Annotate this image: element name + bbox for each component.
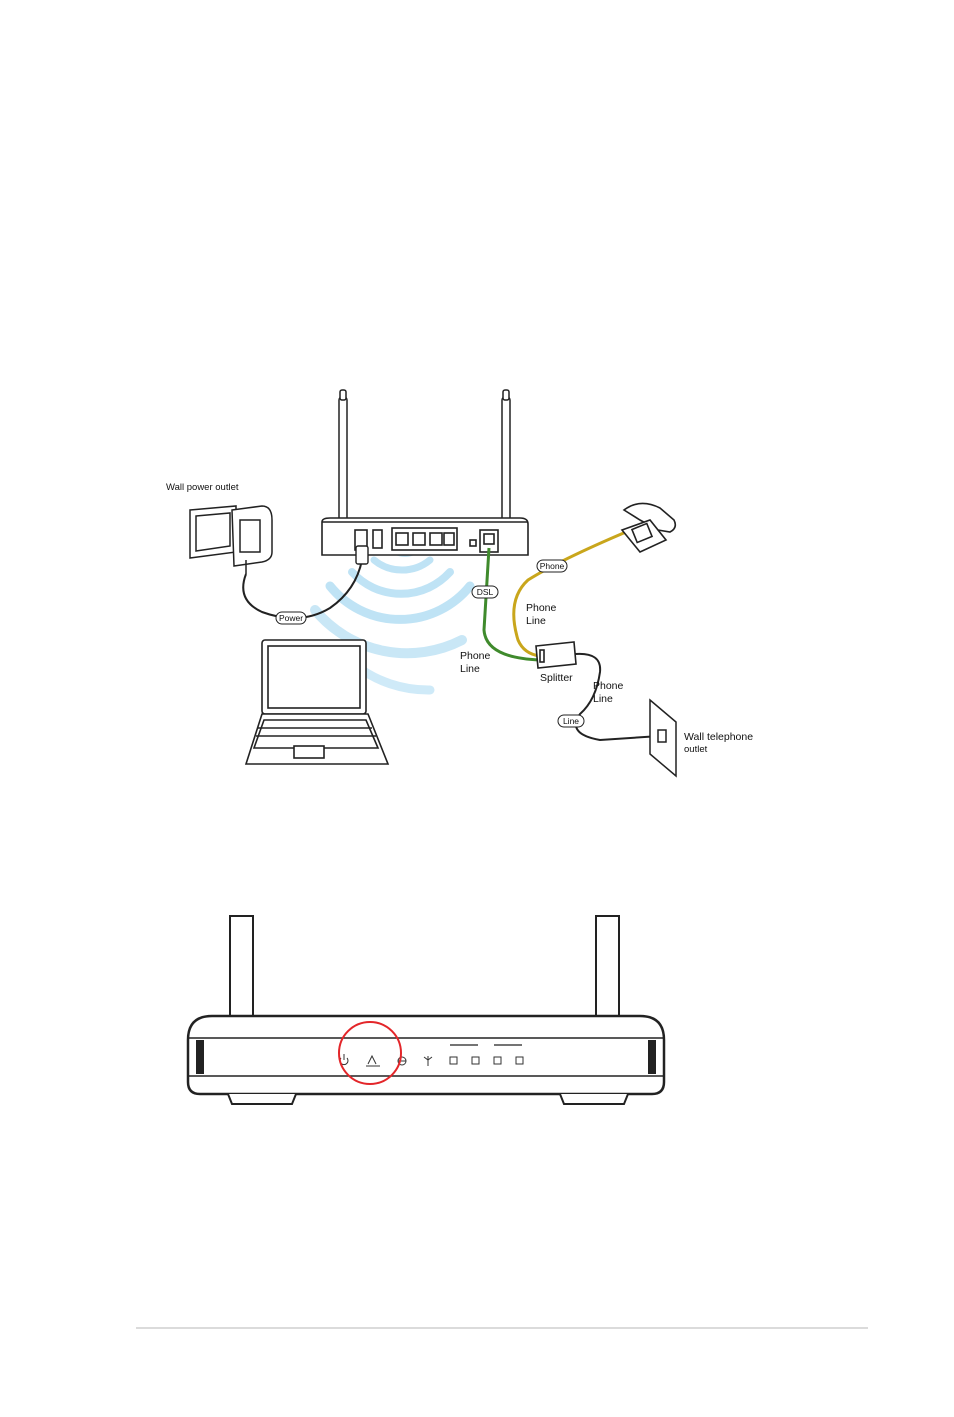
svg-text:Line: Line <box>563 716 579 726</box>
wall-telephone-outlet <box>650 700 676 776</box>
phone-cable <box>514 532 626 656</box>
phone-line-label-2b: Line <box>460 663 480 675</box>
power-plug <box>356 546 368 564</box>
power-cable <box>243 560 362 618</box>
router-antenna-left <box>339 390 347 537</box>
phone-line-label-2: Phone <box>460 650 491 662</box>
router-front <box>188 916 664 1104</box>
wall-telephone-label-b: outlet <box>684 744 708 755</box>
phone-tag: Phone <box>537 560 567 572</box>
splitter-label: Splitter <box>540 672 573 684</box>
phone-line-label-3b: Line <box>593 693 613 705</box>
wall-telephone-label: Wall telephone <box>684 731 753 743</box>
wall-power-outlet <box>190 506 272 574</box>
router-antenna-right <box>502 390 510 537</box>
telephone-icon <box>622 503 675 552</box>
line-tag: Line <box>558 715 584 727</box>
laptop-icon <box>246 640 388 764</box>
phone-line-label-1: Phone <box>526 602 557 614</box>
svg-text:Phone: Phone <box>540 561 565 571</box>
line-cable <box>575 654 660 740</box>
svg-text:Power: Power <box>279 613 303 623</box>
phone-line-label-1b: Line <box>526 615 546 627</box>
router-rear <box>322 518 528 555</box>
dsl-tag: DSL <box>472 586 498 598</box>
power-tag: Power <box>276 612 306 624</box>
svg-text:DSL: DSL <box>477 587 494 597</box>
phone-line-label-3: Phone <box>593 680 624 692</box>
wall-power-outlet-label: Wall power outlet <box>166 482 239 493</box>
splitter-icon <box>536 642 576 668</box>
